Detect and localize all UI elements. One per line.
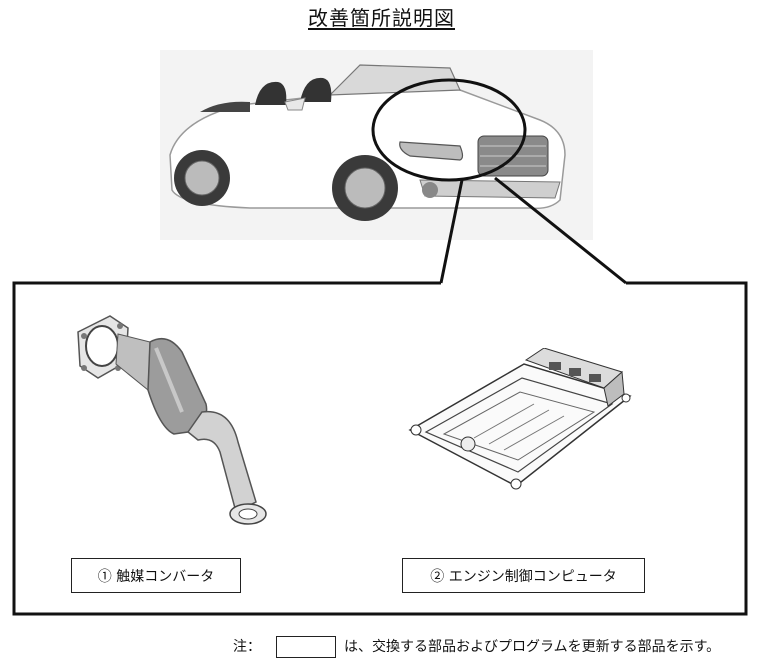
legend-box-sample [276, 636, 336, 658]
part-label-catalytic-converter: ① 触媒コンバータ [71, 558, 241, 593]
page-title: 改善箇所説明図 [0, 2, 763, 31]
part-label-text: ① 触媒コンバータ [97, 568, 215, 585]
convertible-car-icon [169, 64, 566, 221]
note-prefix: 注： [233, 639, 261, 655]
detail-frame-border [12, 281, 748, 616]
highlight-ellipse [371, 78, 527, 182]
callout-line-right [494, 176, 627, 285]
catalytic-converter-icon [77, 315, 267, 525]
part-label-engine-control-unit: ② エンジン制御コンピュータ [402, 558, 645, 593]
part-label-text: ② エンジン制御コンピュータ [430, 568, 617, 585]
engine-control-unit-icon [408, 348, 632, 490]
callout-line-left [439, 179, 464, 284]
note-text: は、交換する部品およびプログラムを更新する部品を示す。 [344, 639, 721, 655]
page-title-text: 改善箇所説明図 [308, 6, 455, 30]
